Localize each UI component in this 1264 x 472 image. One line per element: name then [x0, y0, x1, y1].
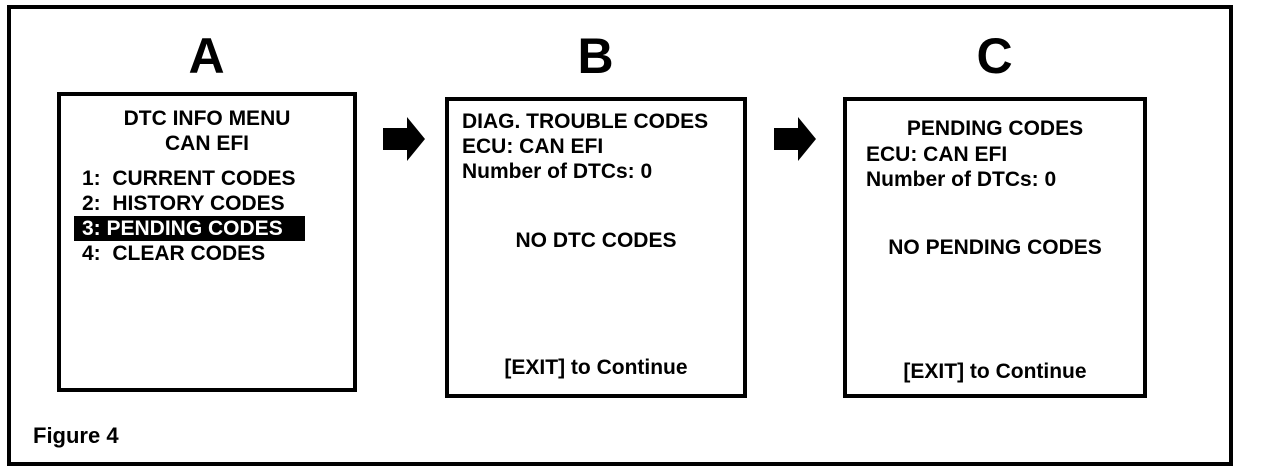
screen-c-ecu-line: ECU: CAN EFI	[866, 143, 1008, 166]
menu-item-clear-codes: 4: CLEAR CODES	[82, 242, 266, 265]
screen-b-dtc-count-line: Number of DTCs: 0	[462, 160, 653, 183]
menu-item-pending-codes-selected: 3: PENDING CODES	[74, 216, 305, 241]
figure-caption: Figure 4	[33, 423, 119, 448]
panel-label-c: C	[976, 28, 1014, 84]
panel-label-b: B	[577, 28, 615, 84]
menu-item-current-codes: 1: CURRENT CODES	[82, 167, 296, 190]
screen-a-menu: 1: CURRENT CODES 2: HISTORY CODES 3: PEN…	[74, 166, 305, 266]
screen-b-ecu-line: ECU: CAN EFI	[462, 135, 604, 158]
screen-c-status-text: NO PENDING CODES	[888, 236, 1102, 259]
screen-dtc-info-menu: DTC INFO MENU CAN EFI 1: CURRENT CODES 2…	[57, 92, 357, 392]
screen-b-status-text: NO DTC CODES	[515, 229, 677, 252]
screen-b-info-block: DIAG. TROUBLE CODES ECU: CAN EFI Number …	[462, 109, 708, 184]
screen-c-title: PENDING CODES	[906, 117, 1084, 140]
menu-item-history-codes: 2: HISTORY CODES	[82, 192, 285, 215]
panel-label-a: A	[188, 28, 226, 84]
screen-a-title: DTC INFO MENU	[123, 107, 291, 130]
screen-a-header: DTC INFO MENU CAN EFI	[61, 106, 353, 156]
screen-c-exit-hint: [EXIT] to Continue	[903, 360, 1087, 383]
screen-pending-codes: PENDING CODES ECU: CAN EFI Number of DTC…	[843, 97, 1147, 398]
screen-c-info-block: ECU: CAN EFI Number of DTCs: 0	[866, 142, 1056, 192]
flow-arrow-icon	[383, 117, 425, 161]
screen-c-dtc-count-line: Number of DTCs: 0	[866, 168, 1057, 191]
screen-b-title: DIAG. TROUBLE CODES	[462, 110, 709, 133]
menu-item-pending-codes-row: 3: PENDING CODES	[74, 216, 305, 241]
screen-diag-trouble-codes: DIAG. TROUBLE CODES ECU: CAN EFI Number …	[445, 97, 747, 398]
flow-arrow-icon	[774, 117, 816, 161]
screen-b-exit-hint: [EXIT] to Continue	[504, 356, 688, 379]
screen-a-subtitle: CAN EFI	[165, 132, 249, 155]
figure-border	[7, 5, 1233, 466]
